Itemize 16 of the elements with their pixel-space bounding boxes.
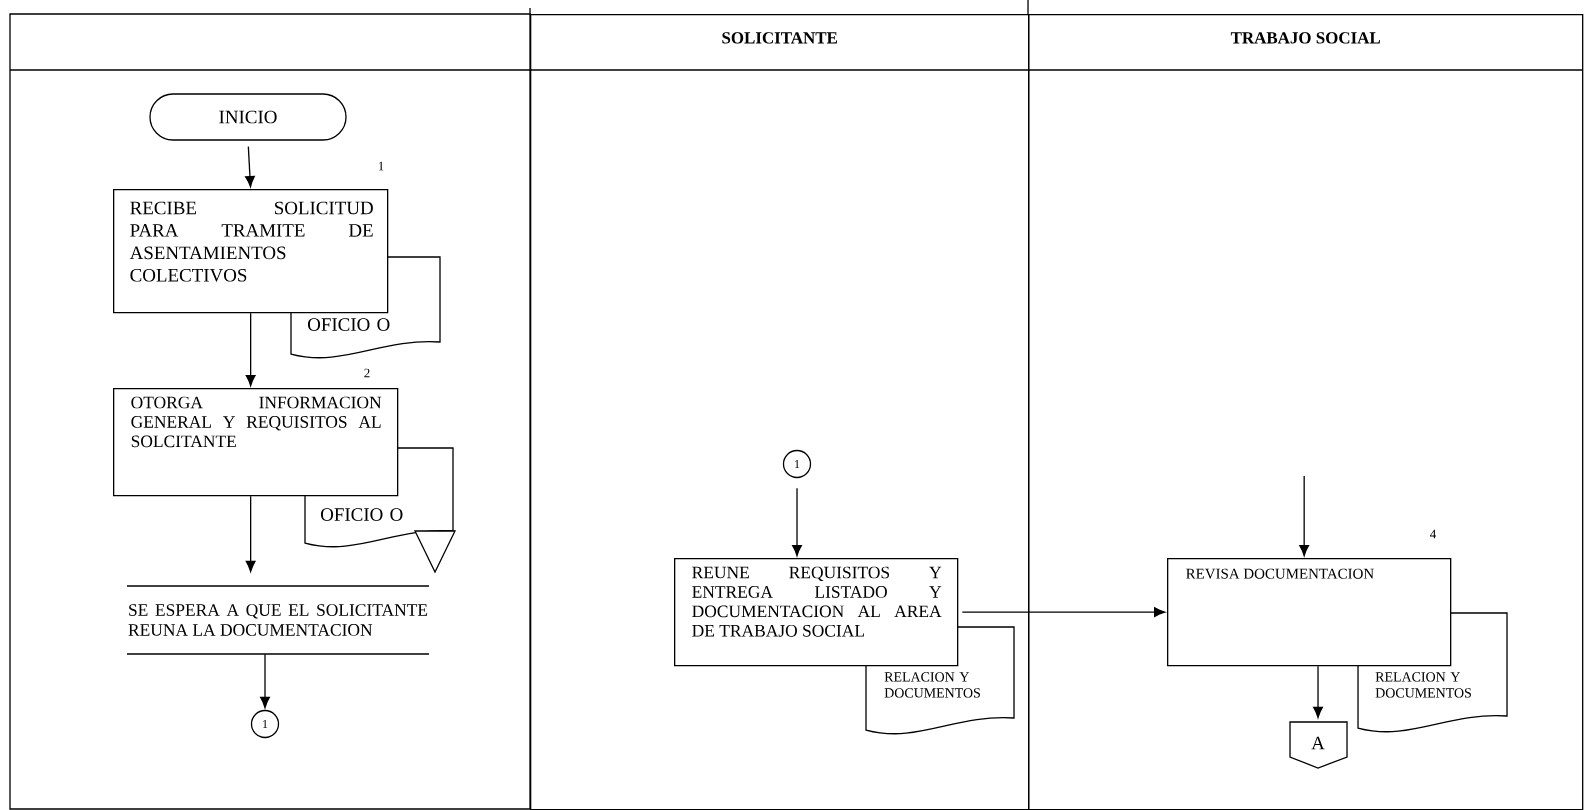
step-number: 1 xyxy=(378,161,384,171)
arrow xyxy=(245,312,256,387)
off-page-connector: A xyxy=(1289,721,1348,769)
step-number: 4 xyxy=(1430,529,1437,539)
arrow xyxy=(792,487,802,557)
step-number: 2 xyxy=(364,368,370,378)
terminator: INICIO xyxy=(149,93,347,141)
arrow xyxy=(961,607,1166,618)
arrow xyxy=(260,653,270,709)
process-box: REVISA DOCUMENTACION xyxy=(1167,558,1452,667)
wait-band: SE ESPERA A QUE EL SOLICITANTE REUNA LA DOCUMENTACION xyxy=(126,585,430,655)
arrow xyxy=(245,146,255,188)
arrow xyxy=(1299,475,1310,557)
arrow xyxy=(245,495,256,573)
arrow xyxy=(1313,665,1323,719)
process-box: REUNE REQUISITOS Y ENTREGA LISTADO Y DOCUMENTACION AL AREA DE TRABAJO SOCIAL xyxy=(674,558,959,667)
